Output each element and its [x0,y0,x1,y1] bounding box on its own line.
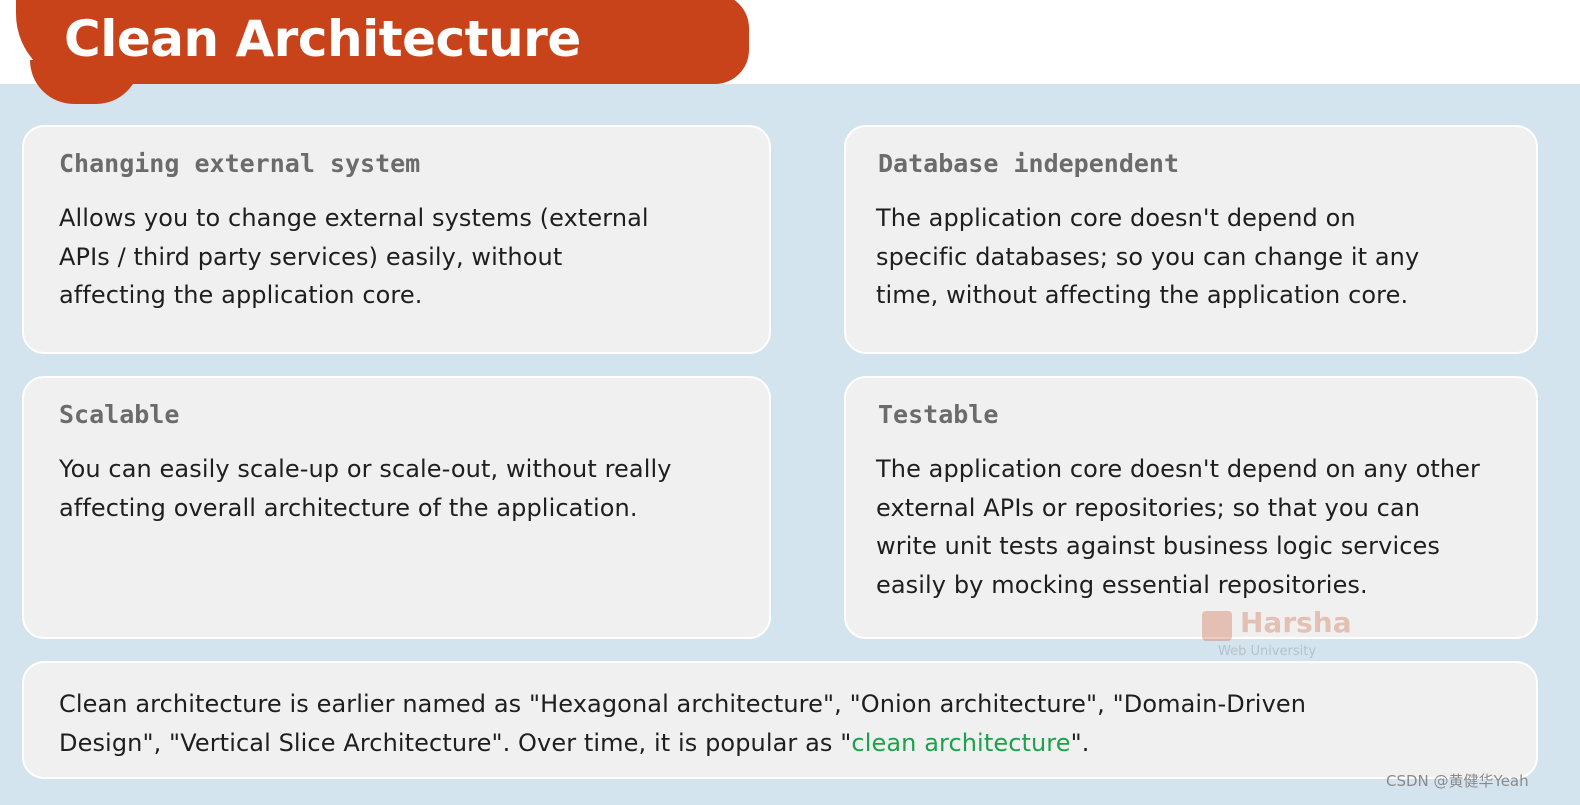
card-heading: Changing external system [59,149,421,178]
harsha-logo-icon [1202,611,1232,641]
csdn-credit: CSDN @黄健华Yeah [1386,772,1529,790]
card-body-line: affecting overall architecture of the ap… [59,493,638,522]
watermark-name: Harsha [1240,606,1352,639]
card-body-line: time, without affecting the application … [876,281,1409,309]
card-testable: Testable The application core doesn't de… [844,376,1538,639]
card-body-line: The application core doesn't depend on [876,204,1356,232]
card-body-line: external APIs or repositories; so that y… [876,493,1421,522]
note-text: Clean architecture is earlier named as "… [59,685,1479,762]
card-body-line: The application core doesn't depend on a… [876,455,1481,483]
note-line: Design", "Vertical Slice Architecture". … [59,724,1479,763]
card-body-line: easily by mocking essential repositories… [876,570,1368,599]
note-line-suffix: ". [1070,728,1090,757]
card-body-line: affecting the application core. [59,281,423,309]
page-title: Clean Architecture [64,10,581,68]
card-body-line: specific databases; so you can change it… [876,242,1420,271]
note-line-prefix: Design", "Vertical Slice Architecture". … [59,728,852,757]
title-banner [16,0,749,84]
card-body-line: write unit tests against business logic … [876,532,1440,560]
card-body: Allows you to change external systems (e… [59,199,649,315]
card-database-independent: Database independent The application cor… [844,125,1538,354]
card-heading: Testable [878,400,999,429]
card-heading: Scalable [59,400,180,429]
card-body-line: Allows you to change external systems (e… [59,204,649,232]
note-highlight: clean architecture [851,728,1071,757]
card-body-line: APIs / third party services) easily, wit… [59,242,563,271]
harsha-watermark: Harsha Web University [1200,606,1352,660]
card-body: The application core doesn't depend on a… [876,450,1480,604]
card-heading: Database independent [878,149,1180,178]
watermark-subtitle: Web University [1218,644,1317,659]
card-body: You can easily scale-up or scale-out, wi… [59,450,672,527]
card-changing-external-system: Changing external system Allows you to c… [22,125,771,354]
note-line: Clean architecture is earlier named as "… [59,690,1307,718]
card-note: Clean architecture is earlier named as "… [22,661,1538,779]
card-body-line: You can easily scale-up or scale-out, wi… [59,455,672,483]
card-scalable: Scalable You can easily scale-up or scal… [22,376,771,639]
card-body: The application core doesn't depend on s… [876,199,1419,315]
